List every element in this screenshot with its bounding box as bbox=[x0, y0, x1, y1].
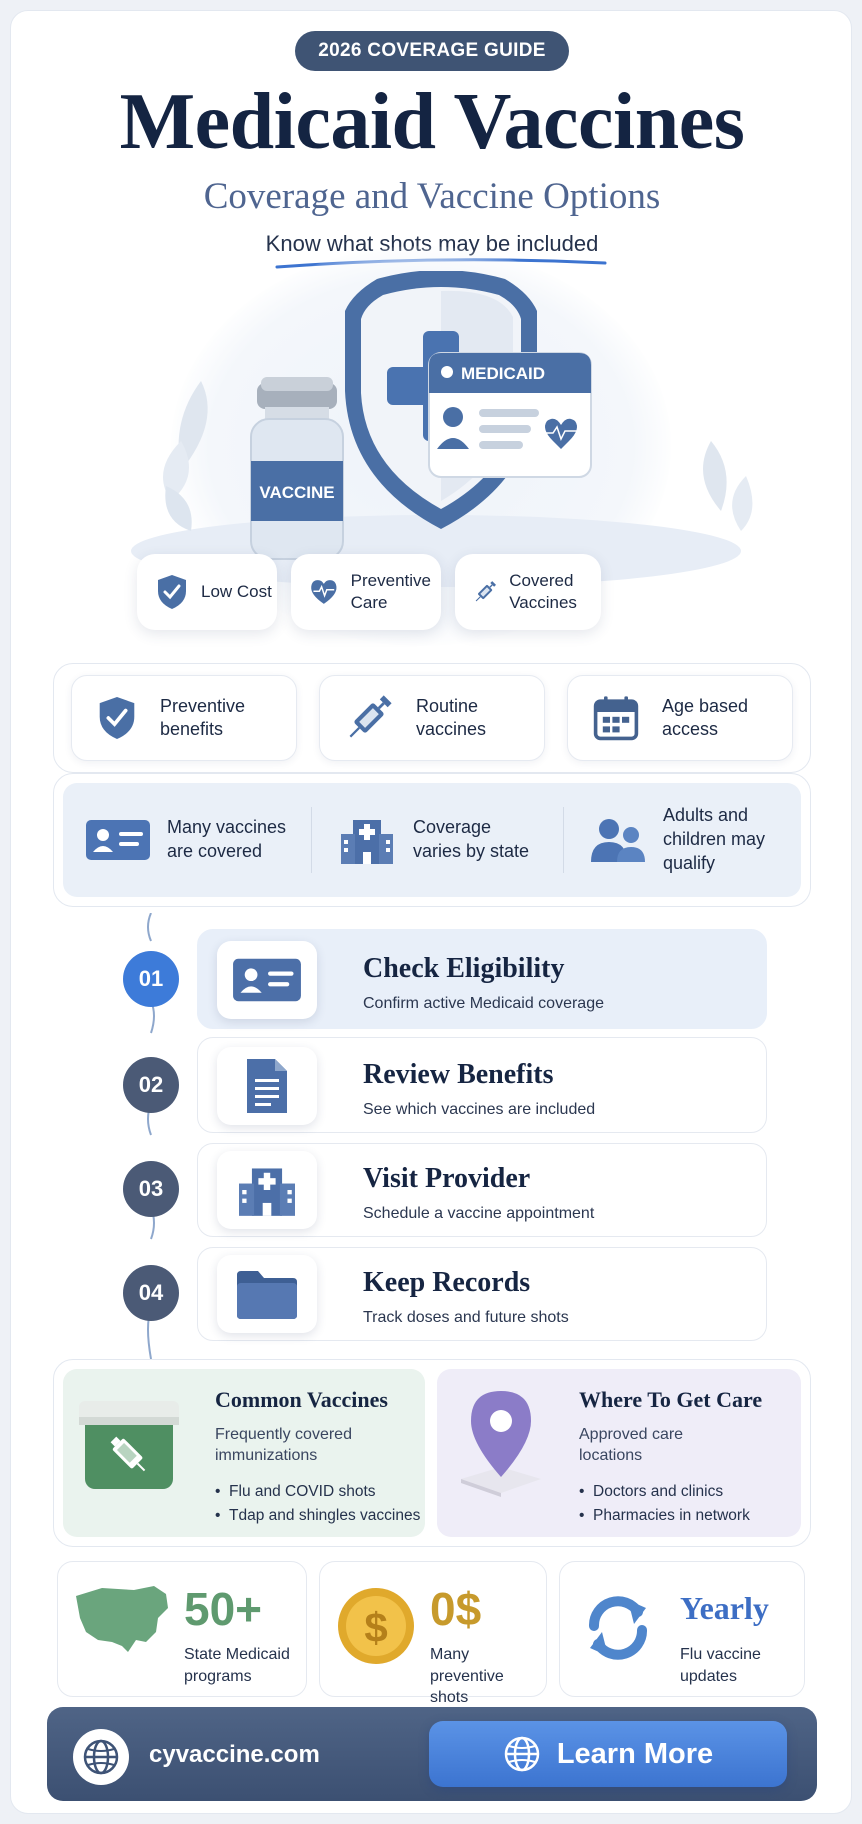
refresh-icon bbox=[589, 1596, 647, 1660]
coverage-guide-badge: 2026 COVERAGE GUIDE bbox=[295, 31, 569, 71]
feature-age-based-access: Age based access bbox=[567, 675, 793, 761]
svg-text:MEDICAID: MEDICAID bbox=[461, 364, 545, 383]
calendar-icon bbox=[593, 696, 639, 741]
svg-text:VACCINE: VACCINE bbox=[259, 483, 334, 502]
low-cost-pill: Low Cost bbox=[137, 554, 277, 630]
step-icon-box bbox=[217, 1047, 317, 1125]
globe-icon bbox=[504, 1736, 540, 1772]
where-to-get-care-card: Where To Get Care Approved care location… bbox=[437, 1369, 801, 1537]
coverage-many-vaccines: Many vaccines are covered bbox=[85, 793, 305, 887]
list-item: • Tdap and shingles vaccines bbox=[215, 1507, 421, 1524]
coverage-varies-by-state: Coverage varies by state bbox=[337, 793, 557, 887]
step-icon-box bbox=[217, 1255, 317, 1333]
heart-pulse-icon bbox=[311, 580, 337, 604]
covered-vaccines-pill: Covered Vaccines bbox=[455, 554, 601, 630]
divider bbox=[563, 807, 564, 873]
list-item: • Flu and COVID shots bbox=[215, 1483, 376, 1500]
page-subtitle: Coverage and Vaccine Options bbox=[203, 176, 661, 217]
vaccine-kit-icon bbox=[79, 1401, 179, 1489]
common-vaccines-card: Common Vaccines Frequently covered immun… bbox=[63, 1369, 425, 1537]
step-number: 03 bbox=[123, 1161, 179, 1217]
common-vaccines-title: Common Vaccines bbox=[215, 1387, 388, 1412]
stat-value: 0$ bbox=[430, 1583, 482, 1635]
globe-badge bbox=[73, 1729, 129, 1785]
page-title: Medicaid Vaccines bbox=[119, 78, 745, 166]
folder-icon bbox=[237, 1271, 297, 1319]
pill-label: Covered Vaccines bbox=[509, 570, 577, 612]
id-card-icon bbox=[86, 820, 150, 860]
feature-label: Routine vaccines bbox=[416, 695, 487, 739]
where-care-subtitle: Approved care locations bbox=[579, 1426, 684, 1464]
step-number: 01 bbox=[123, 951, 179, 1007]
shield-check-icon bbox=[99, 697, 135, 739]
us-map-icon bbox=[76, 1586, 168, 1652]
step-title: Review Benefits bbox=[363, 1059, 554, 1090]
feature-routine-vaccines: Routine vaccines bbox=[319, 675, 545, 761]
pill-label: Preventive Care bbox=[350, 570, 431, 612]
pill-label: Low Cost bbox=[201, 582, 272, 601]
document-icon bbox=[247, 1059, 287, 1113]
learn-more-button[interactable]: Learn More bbox=[429, 1721, 787, 1787]
common-vaccines-subtitle: Frequently covered immunizations bbox=[215, 1426, 352, 1464]
stat-label: Flu vaccine updates bbox=[680, 1646, 761, 1685]
leaf-right-icon bbox=[703, 441, 753, 531]
location-pin-icon bbox=[461, 1391, 541, 1497]
coverage-label: Many vaccines are covered bbox=[167, 817, 287, 861]
stat-label: Many preventive shots bbox=[430, 1646, 504, 1707]
feature-label: Preventive benefits bbox=[160, 695, 246, 739]
dollar-coin-icon: $ bbox=[338, 1588, 414, 1664]
syringe-icon bbox=[349, 695, 392, 738]
step-title: Check Eligibility bbox=[363, 953, 565, 984]
where-care-title: Where To Get Care bbox=[579, 1387, 763, 1412]
leaf-left-icon bbox=[163, 381, 208, 531]
coverage-adults-children: Adults and children may qualify bbox=[589, 793, 789, 887]
stat-yearly-updates: Yearly Flu vaccine updates bbox=[559, 1561, 805, 1697]
where-care-list: • Doctors and clinics • Pharmacies in ne… bbox=[579, 1483, 750, 1525]
feature-label: Age based access bbox=[662, 695, 749, 739]
id-card-icon bbox=[233, 958, 301, 1002]
learn-more-label: Learn More bbox=[556, 1737, 714, 1770]
coverage-label: Adults and children may qualify bbox=[663, 805, 766, 873]
stat-value: Yearly bbox=[680, 1590, 769, 1626]
step-number: 04 bbox=[123, 1265, 179, 1321]
step-number: 02 bbox=[123, 1057, 179, 1113]
shield-check-icon bbox=[158, 575, 186, 609]
svg-text:$: $ bbox=[364, 1604, 387, 1651]
step-title: Keep Records bbox=[363, 1267, 531, 1298]
list-item: • Pharmacies in network bbox=[579, 1507, 750, 1524]
coverage-label: Coverage varies by state bbox=[413, 817, 530, 861]
globe-icon bbox=[83, 1739, 119, 1775]
hospital-icon bbox=[341, 820, 393, 864]
step-description: See which vaccines are included bbox=[363, 1101, 596, 1118]
medicaid-card-icon: MEDICAID bbox=[428, 352, 592, 478]
stat-preventive-shots: $ 0$ Many preventive shots bbox=[319, 1561, 547, 1706]
hospital-icon bbox=[239, 1168, 295, 1216]
vaccine-vial-icon: VACCINE bbox=[250, 377, 344, 560]
coverage-band bbox=[63, 783, 801, 897]
hero-illustration: VACCINE MEDICAID bbox=[163, 271, 753, 560]
step-icon-box bbox=[217, 941, 317, 1019]
preventive-care-pill: Preventive Care bbox=[291, 554, 441, 630]
people-icon bbox=[591, 819, 645, 862]
step-description: Track doses and future shots bbox=[363, 1309, 569, 1326]
stat-state-programs: 50+ State Medicaid programs bbox=[57, 1561, 307, 1697]
step-icon-box bbox=[217, 1151, 317, 1229]
common-vaccines-list: • Flu and COVID shots • Tdap and shingle… bbox=[215, 1483, 420, 1525]
infographic-page: 2026 COVERAGE GUIDE Medicaid Vaccines Co… bbox=[10, 10, 852, 1814]
list-item: • Doctors and clinics bbox=[579, 1483, 724, 1500]
stat-value: 50+ bbox=[184, 1583, 263, 1635]
stat-label: State Medicaid programs bbox=[184, 1646, 290, 1685]
step-description: Confirm active Medicaid coverage bbox=[363, 995, 604, 1012]
divider bbox=[311, 807, 312, 873]
website-link[interactable]: cyvaccine.com bbox=[149, 1741, 320, 1768]
step-description: Schedule a vaccine appointment bbox=[363, 1205, 595, 1222]
step-title: Visit Provider bbox=[363, 1163, 531, 1194]
feature-preventive-benefits: Preventive benefits bbox=[71, 675, 297, 761]
syringe-icon bbox=[475, 581, 497, 602]
